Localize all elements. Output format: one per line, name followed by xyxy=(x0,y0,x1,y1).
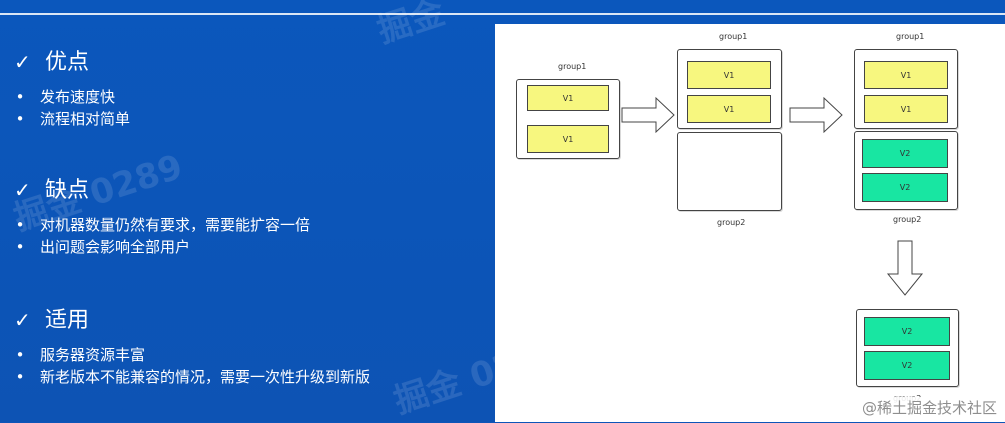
group1-label-a: group1 xyxy=(558,62,587,71)
check-icon: ✓ xyxy=(14,50,31,74)
cons-title-text: 缺点 xyxy=(45,178,90,203)
bullet-icon: • xyxy=(15,88,25,106)
top-divider-line xyxy=(0,13,1005,15)
pros-item-1: • 发布速度快 xyxy=(14,86,130,108)
version-box-c4: V2 xyxy=(862,173,948,202)
arrow-down-icon xyxy=(886,240,924,296)
version-box-b1: V1 xyxy=(687,61,771,89)
version-box-a1: V1 xyxy=(527,85,609,111)
deployment-diagram: group1 V1 V1 group1 V1 V1 group2 group1 … xyxy=(495,24,1005,422)
version-box-d1: V2 xyxy=(864,317,950,346)
cons-title: ✓ 缺点 xyxy=(14,176,310,204)
pros-title: ✓ 优点 xyxy=(14,48,130,76)
use-case-title-text: 适用 xyxy=(45,308,90,333)
footer-watermark: @稀土掘金技术社区 xyxy=(859,397,999,418)
use-case-section: ✓ 适用 • 服务器资源丰富 • 新老版本不能兼容的情况，需要一次性升级到新版 xyxy=(14,306,370,388)
pros-list: • 发布速度快 • 流程相对简单 xyxy=(14,86,130,130)
cons-item-1: • 对机器数量仍然有要求，需要能扩容一倍 xyxy=(14,214,310,236)
use-case-item-2: • 新老版本不能兼容的情况，需要一次性升级到新版 xyxy=(14,366,370,388)
check-icon: ✓ xyxy=(14,308,31,332)
pros-item-1-text: 发布速度快 xyxy=(40,88,116,106)
check-icon: ✓ xyxy=(14,178,31,202)
pros-title-text: 优点 xyxy=(45,50,90,75)
pros-item-2: • 流程相对简单 xyxy=(14,108,130,130)
cons-item-2: • 出问题会影响全部用户 xyxy=(14,236,310,258)
group2-label-c: group2 xyxy=(893,215,922,224)
version-box-a2: V1 xyxy=(527,125,609,153)
group2-box-b xyxy=(677,132,782,211)
version-box-c3: V2 xyxy=(862,139,948,168)
pros-item-2-text: 流程相对简单 xyxy=(40,110,131,128)
cons-list: • 对机器数量仍然有要求，需要能扩容一倍 • 出问题会影响全部用户 xyxy=(14,214,310,258)
use-case-item-1-text: 服务器资源丰富 xyxy=(40,346,146,364)
cons-item-2-text: 出问题会影响全部用户 xyxy=(40,238,191,256)
use-case-item-1: • 服务器资源丰富 xyxy=(14,344,370,366)
group1-label-b: group1 xyxy=(719,32,748,41)
bullet-icon: • xyxy=(15,110,25,128)
bullet-icon: • xyxy=(15,238,25,256)
version-box-d2: V2 xyxy=(864,351,950,380)
use-case-title: ✓ 适用 xyxy=(14,306,370,334)
arrow-right-1-icon xyxy=(621,96,675,134)
group1-label-c: group1 xyxy=(896,32,925,41)
bullet-icon: • xyxy=(15,346,25,364)
use-case-list: • 服务器资源丰富 • 新老版本不能兼容的情况，需要一次性升级到新版 xyxy=(14,344,370,388)
use-case-item-2-text: 新老版本不能兼容的情况，需要一次性升级到新版 xyxy=(40,368,371,386)
cons-section: ✓ 缺点 • 对机器数量仍然有要求，需要能扩容一倍 • 出问题会影响全部用户 xyxy=(14,176,310,258)
version-box-b2: V1 xyxy=(687,95,771,123)
pros-section: ✓ 优点 • 发布速度快 • 流程相对简单 xyxy=(14,48,130,130)
summary-panel: ✓ 优点 • 发布速度快 • 流程相对简单 ✓ 缺点 • xyxy=(0,0,495,422)
arrow-right-2-icon xyxy=(789,96,843,134)
bullet-icon: • xyxy=(15,216,25,234)
version-box-c2: V1 xyxy=(864,95,948,123)
cons-item-1-text: 对机器数量仍然有要求，需要能扩容一倍 xyxy=(40,216,311,234)
bullet-icon: • xyxy=(15,368,25,386)
version-box-c1: V1 xyxy=(864,61,948,89)
group2-label-b: group2 xyxy=(717,218,746,227)
